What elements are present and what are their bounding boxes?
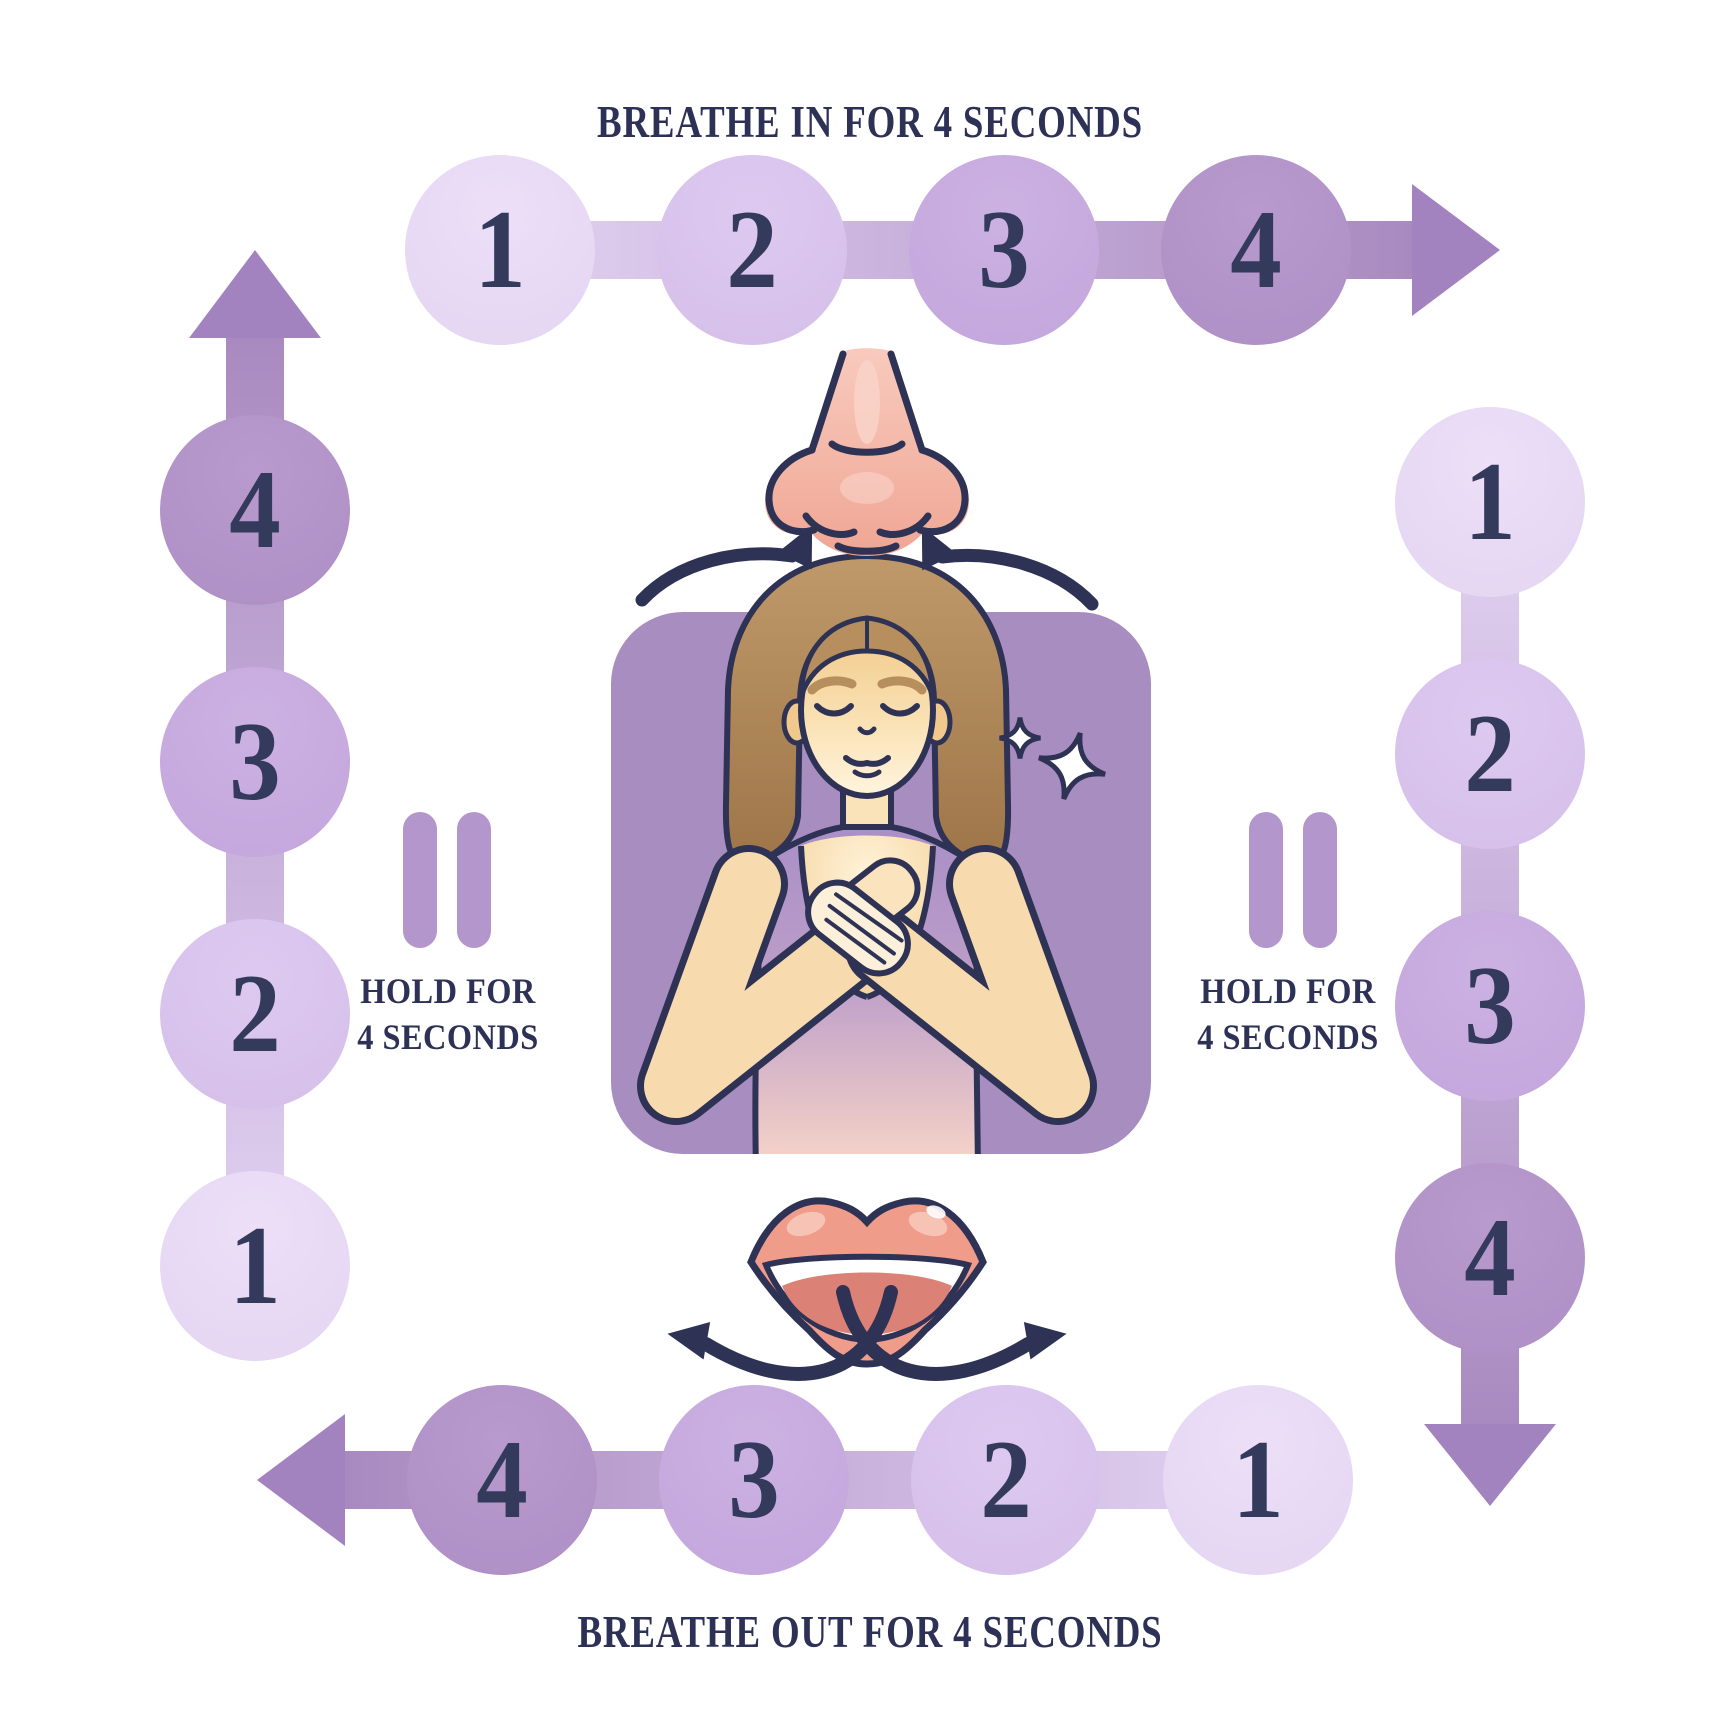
mouth-line bbox=[843, 755, 891, 767]
pause-icon-left bbox=[403, 812, 491, 948]
face-nose-line bbox=[857, 726, 877, 736]
count-circle-breathe-in-1: 1 bbox=[405, 155, 595, 345]
down-arrow-icon bbox=[1424, 1424, 1556, 1506]
hold-left-line1: HOLD FOR bbox=[360, 971, 536, 1011]
count-circle-breathe-out-2: 2 bbox=[911, 1385, 1101, 1575]
count-circle-hold-left-4: 4 bbox=[160, 415, 350, 605]
lips-icon bbox=[747, 1197, 987, 1368]
hold-right-line1: HOLD FOR bbox=[1200, 971, 1376, 1011]
count-circle-hold-right-4: 4 bbox=[1395, 1163, 1585, 1353]
inhale-arrowhead-left bbox=[777, 525, 813, 570]
count-circle-breathe-out-4: 4 bbox=[407, 1385, 597, 1575]
count-circle-hold-right-1: 1 bbox=[1395, 407, 1585, 597]
lower-lip-line bbox=[852, 769, 882, 779]
count-circle-hold-right-2: 2 bbox=[1395, 659, 1585, 849]
inhale-arrowhead-right bbox=[921, 526, 957, 571]
hold-left-line2: 4 SECONDS bbox=[357, 1017, 539, 1057]
count-circle-breathe-in-3: 3 bbox=[909, 155, 1099, 345]
woman-hairline bbox=[798, 615, 936, 697]
breathe-out-label: BREATHE OUT FOR 4 SECONDS bbox=[577, 1607, 1163, 1657]
hold-right-line2: 4 SECONDS bbox=[1197, 1017, 1379, 1057]
eyebrows bbox=[807, 676, 927, 695]
count-circle-breathe-out-3: 3 bbox=[659, 1385, 849, 1575]
exhale-arrowhead-left bbox=[667, 1322, 711, 1360]
inhale-arrows bbox=[635, 547, 1099, 611]
count-circle-breathe-out-1: 1 bbox=[1163, 1385, 1353, 1575]
up-arrow-icon bbox=[189, 250, 321, 338]
center-illustration bbox=[611, 348, 1151, 1381]
meditating-woman-illustration bbox=[637, 552, 1113, 1154]
count-circle-hold-right-3: 3 bbox=[1395, 911, 1585, 1101]
exhale-arrows bbox=[699, 1285, 1035, 1381]
woman-arms bbox=[637, 845, 1097, 1125]
right-arrow-icon bbox=[1412, 184, 1500, 316]
count-circle-hold-left-3: 3 bbox=[160, 667, 350, 857]
count-circle-hold-left-2: 2 bbox=[160, 919, 350, 1109]
count-circle-hold-left-1: 1 bbox=[160, 1171, 350, 1361]
closed-eyes bbox=[814, 703, 920, 717]
hold-right-label: HOLD FOR 4 SECONDS bbox=[1197, 968, 1378, 1060]
left-arrow-icon bbox=[257, 1414, 345, 1546]
woman-hands bbox=[805, 857, 921, 977]
pause-icon-right bbox=[1249, 812, 1337, 948]
woman-facial-features bbox=[807, 676, 927, 779]
exhale-arrowhead-right bbox=[1023, 1322, 1067, 1360]
breathe-in-label: BREATHE IN FOR 4 SECONDS bbox=[597, 97, 1143, 147]
count-circle-breathe-in-2: 2 bbox=[657, 155, 847, 345]
nose-icon bbox=[764, 348, 970, 556]
count-circle-breathe-in-4: 4 bbox=[1161, 155, 1351, 345]
hold-left-label: HOLD FOR 4 SECONDS bbox=[357, 968, 538, 1060]
